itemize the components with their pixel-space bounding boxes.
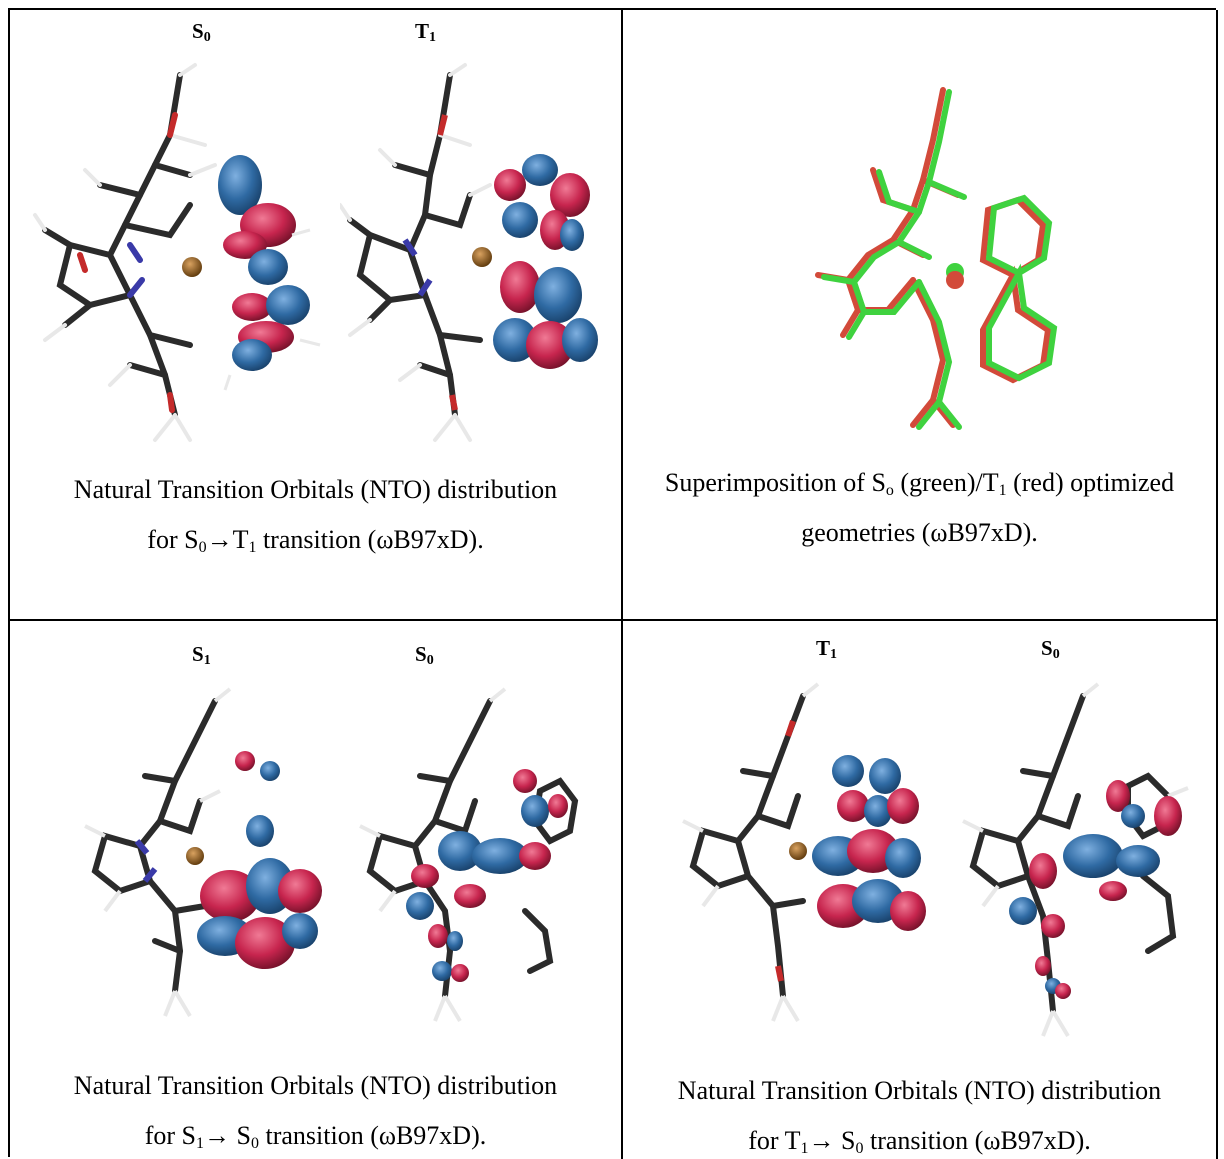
panel-nto-t1-s0: T1 S0 bbox=[623, 621, 1218, 1159]
label-s0: S0 bbox=[415, 642, 434, 668]
caption-line-1: Natural Transition Orbitals (NTO) distri… bbox=[73, 475, 558, 504]
figure-table: S0 T1 bbox=[8, 8, 1218, 1159]
caption-line-2: for T1→ S0 transition (ωB97xD). bbox=[748, 1126, 1091, 1157]
nto-molecule-t1-b bbox=[682, 682, 926, 1023]
label-s0: S0 bbox=[192, 19, 211, 45]
label-s0: S0 bbox=[1041, 636, 1060, 662]
label-t1: T1 bbox=[816, 636, 838, 662]
label-s1: S1 bbox=[192, 642, 211, 668]
nto-molecule-s0-c bbox=[962, 682, 1189, 1038]
nto-molecule-s0 bbox=[33, 63, 321, 442]
caption-line-2: geometries (ωB97xD). bbox=[801, 518, 1038, 547]
caption-line-2: for S1→ S0 transition (ωB97xD). bbox=[144, 1121, 487, 1152]
caption-line-2: for S0→T1 transition (ωB97xD). bbox=[147, 525, 484, 556]
panel-superimposition: Superimposition of So (green)/T1 (red) o… bbox=[623, 10, 1218, 621]
caption-line-1: Superimposition of So (green)/T1 (red) o… bbox=[664, 468, 1175, 499]
superimposed-geometries bbox=[815, 87, 1058, 430]
panel-nto-s1-s0: S1 S0 bbox=[10, 621, 623, 1159]
panel-nto-s0-t1: S0 T1 bbox=[10, 10, 623, 621]
caption-line-1: Natural Transition Orbitals (NTO) distri… bbox=[73, 1071, 558, 1100]
caption-line-1: Natural Transition Orbitals (NTO) distri… bbox=[677, 1076, 1162, 1105]
nto-molecule-s1 bbox=[84, 687, 322, 1018]
nto-molecule-s0-b bbox=[359, 687, 579, 1023]
nto-molecule-t1 bbox=[340, 63, 598, 442]
label-t1: T1 bbox=[415, 19, 437, 45]
